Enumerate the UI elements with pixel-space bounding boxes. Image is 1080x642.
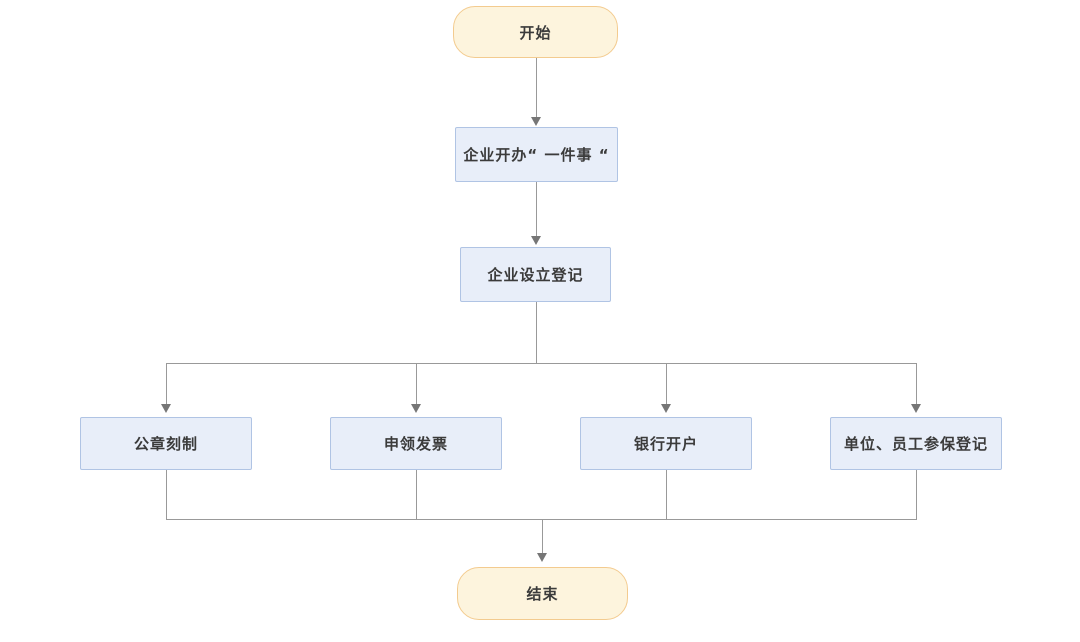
edge-step2-to-branch3: [666, 363, 667, 404]
edge-step1-to-step2: [536, 182, 537, 236]
edge-merge-to-end: [542, 519, 543, 553]
node-branch1: 公章刻制: [80, 417, 252, 470]
edge-branch-distribution: [166, 363, 917, 364]
edge-step2-to-branch2: [416, 363, 417, 404]
edge-branch1-stem: [166, 470, 167, 519]
node-step1: 企业开办“ 一件事 “: [455, 127, 618, 182]
arrowhead: [411, 404, 421, 413]
edge-step2-to-branch1: [166, 363, 167, 404]
arrowhead: [911, 404, 921, 413]
arrowhead: [661, 404, 671, 413]
edge-step2-to-branch4: [916, 363, 917, 404]
node-branch2: 申领发票: [330, 417, 502, 470]
edge-branch3-stem: [666, 470, 667, 519]
edge-step2-stem: [536, 302, 537, 363]
node-branch3: 银行开户: [580, 417, 752, 470]
edge-branch4-stem: [916, 470, 917, 519]
edge-branch2-stem: [416, 470, 417, 519]
node-branch4: 单位、员工参保登记: [830, 417, 1002, 470]
arrowhead: [531, 117, 541, 126]
arrowhead: [531, 236, 541, 245]
edge-merge-line: [166, 519, 917, 520]
node-end: 结束: [457, 567, 628, 620]
arrowhead: [161, 404, 171, 413]
node-step2: 企业设立登记: [460, 247, 611, 302]
arrowhead: [537, 553, 547, 562]
node-start: 开始: [453, 6, 618, 58]
edge-start-to-step1: [536, 58, 537, 118]
